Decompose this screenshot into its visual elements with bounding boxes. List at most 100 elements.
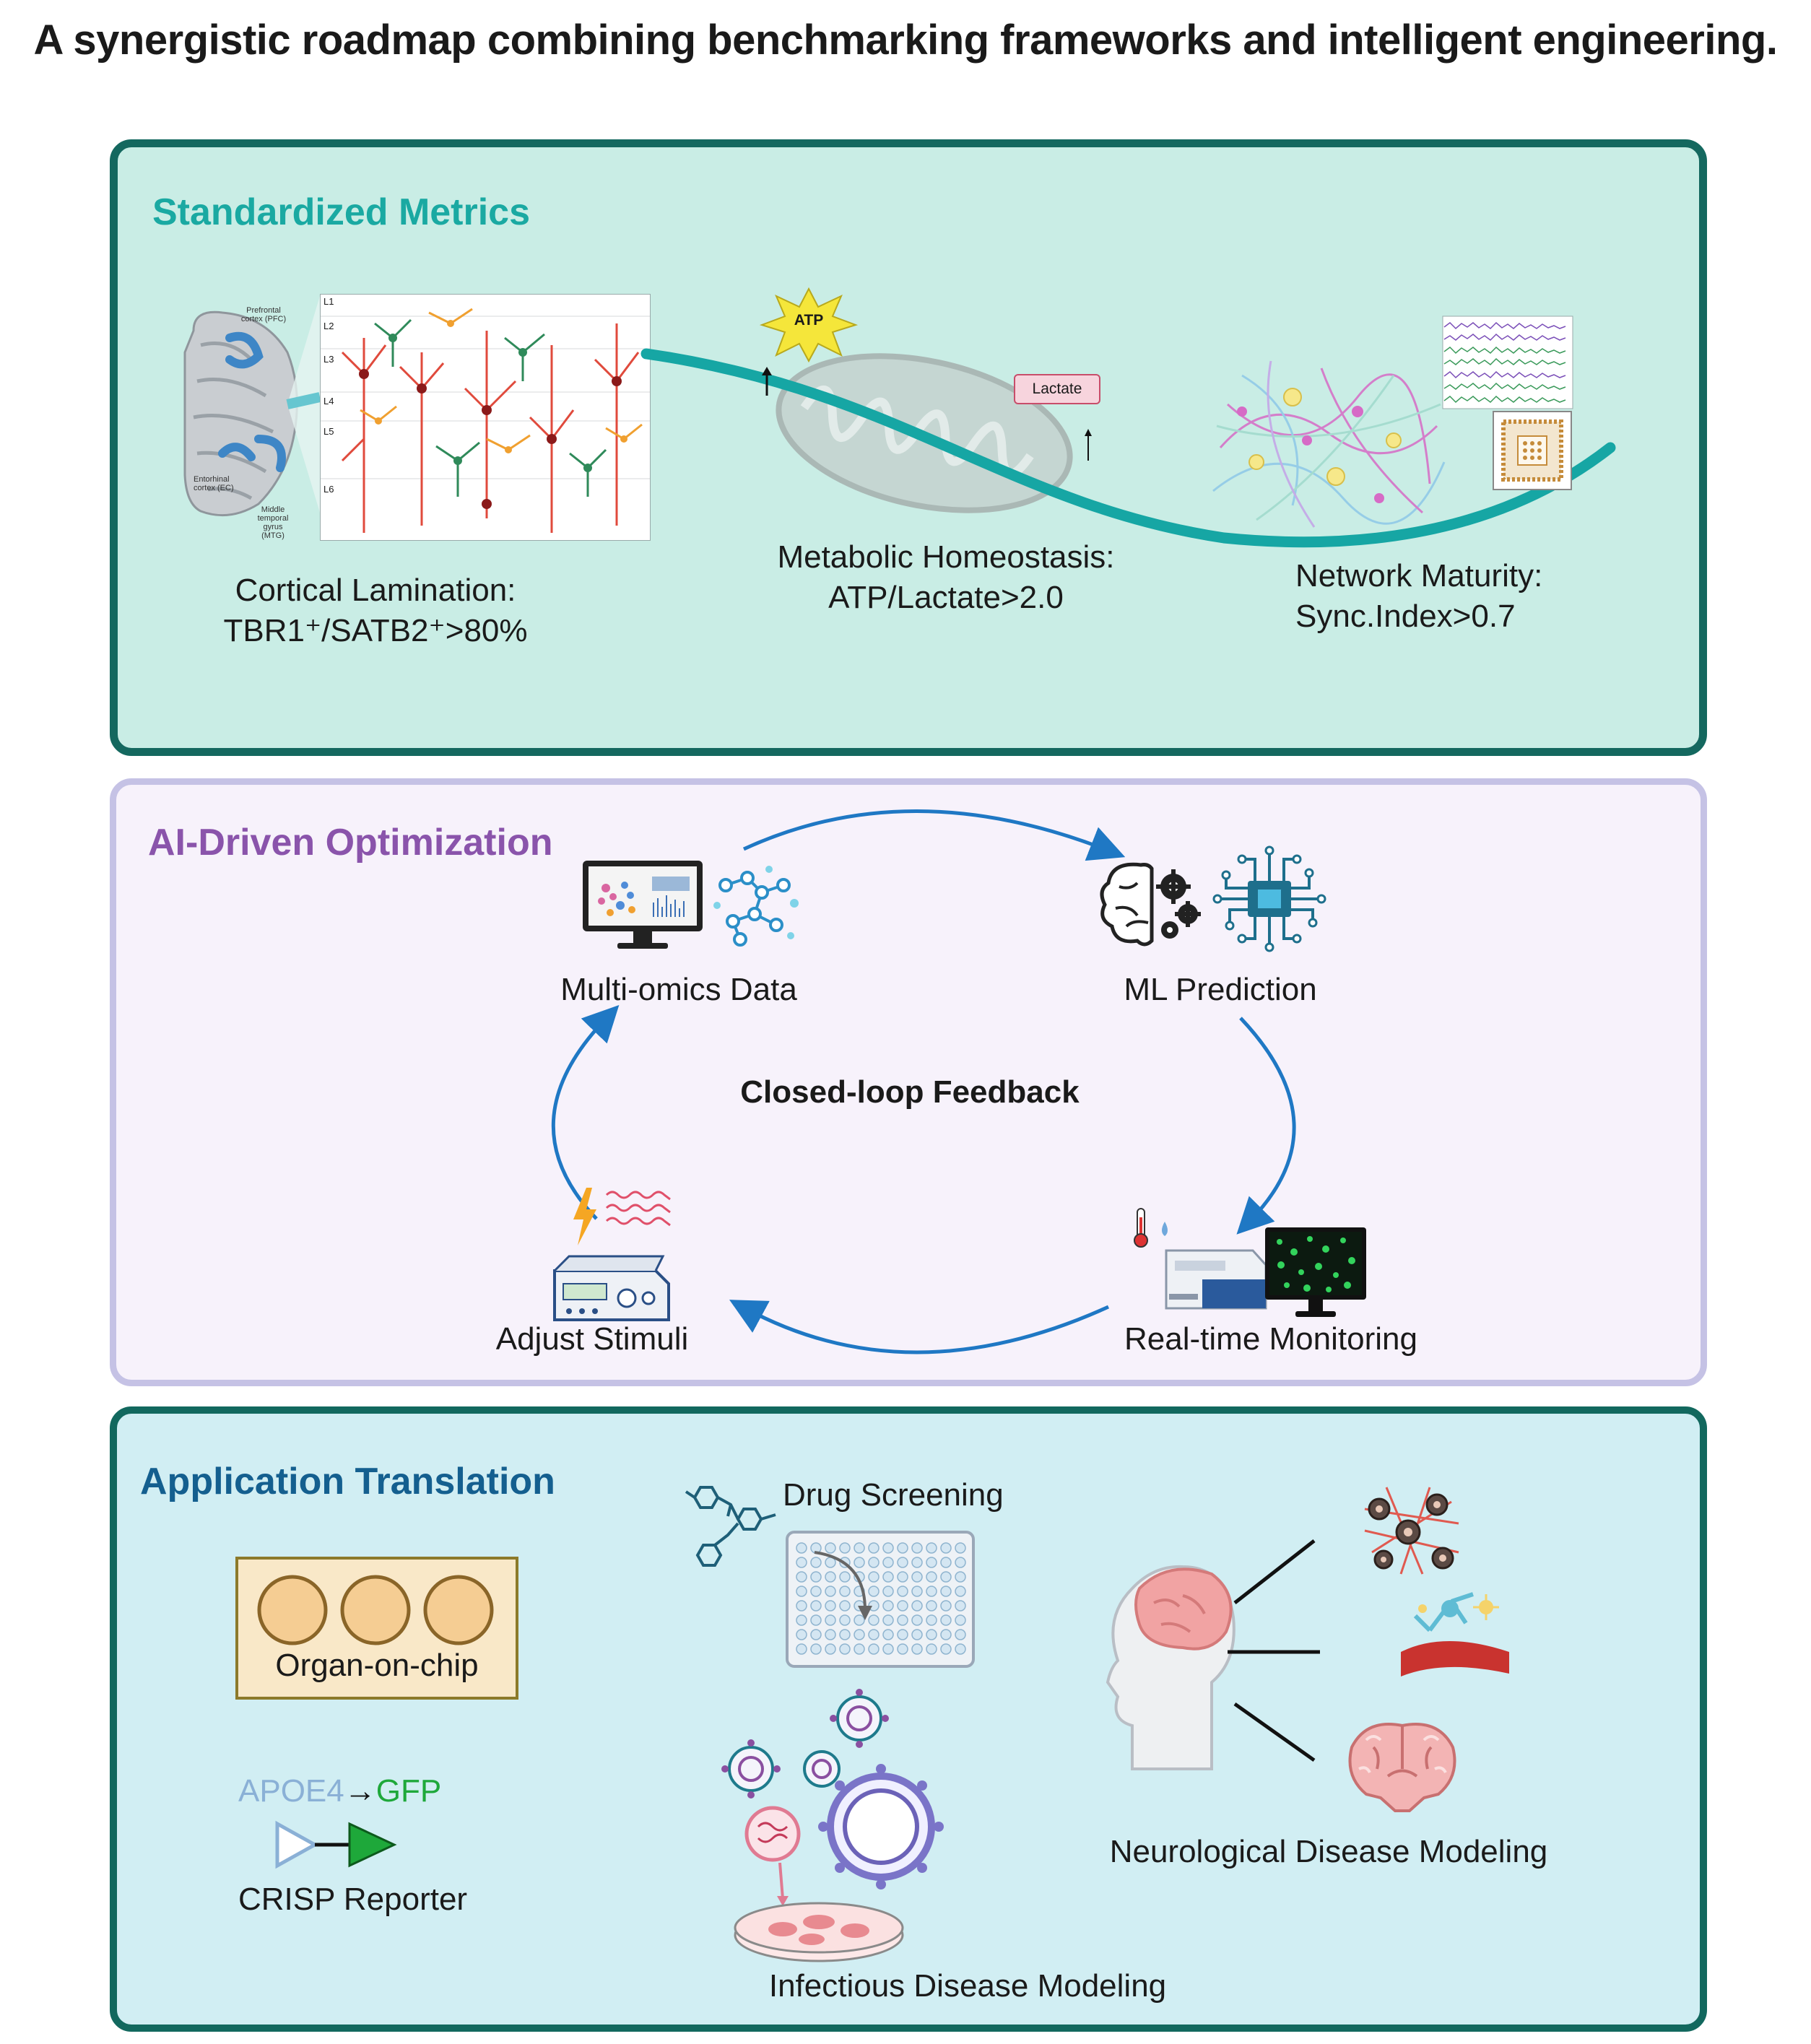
plate-well [882,1614,894,1626]
neural-network-illustration [1212,360,1446,528]
ai-chip-icon [1212,845,1326,952]
plate-well [911,1614,923,1626]
plate-well [825,1600,836,1612]
plate-well [940,1542,952,1554]
real-time-monitoring-label: Real-time Monitoring [1124,1321,1417,1357]
zoom-wedge [286,296,321,513]
plate-well [897,1571,908,1583]
plate-well [926,1643,937,1655]
plate-well [940,1643,952,1655]
plate-well [940,1586,952,1597]
plate-well [868,1571,880,1583]
plate-wells [796,1542,966,1655]
plate-well [897,1614,908,1626]
eeg-trace-icon [1442,316,1573,409]
layer-label-l5: L5 [323,426,334,437]
brain-coronal-section-icon [1348,1723,1456,1812]
cortical-lamination-label: Cortical Lamination: TBR1⁺/SATB2⁺>80% [223,573,528,649]
plate-well [911,1557,923,1568]
plate-well [955,1586,966,1597]
reporter-arrow-glyph: → [344,1773,376,1809]
plate-well [854,1542,865,1554]
plate-well [911,1586,923,1597]
brain-gears-icon [1100,862,1201,947]
plate-well [868,1629,880,1640]
plate-well [940,1600,952,1612]
plate-well [911,1542,923,1554]
pfc-label: Prefrontal cortex (PFC) [240,306,287,323]
plate-well [839,1586,851,1597]
plate-well [955,1629,966,1640]
plate-well [810,1586,822,1597]
virus-cluster-icon [721,1689,944,1906]
ai-panel-title: AI-Driven Optimization [148,822,553,864]
apoe4-text: APOE4 [238,1773,344,1809]
plate-well [926,1542,937,1554]
layer-label-l1: L1 [323,296,334,307]
plate-well [882,1557,894,1568]
plate-well [940,1629,952,1640]
mtg-label: Middle temporal gyrus (MTG) [257,505,289,540]
neuron-illustration [321,308,650,533]
layer-label-l6: L6 [323,484,334,495]
brain-icon [183,310,298,517]
fluorescence-monitor-icon [1265,1227,1366,1317]
organ-on-chip-label: Organ-on-chip [275,1648,479,1683]
plate-well [897,1629,908,1640]
plate-well [882,1600,894,1612]
plate-well [796,1643,807,1655]
plate-well [882,1643,894,1655]
plate-well [868,1542,880,1554]
drug-molecule-icon [685,1486,776,1567]
plate-well [868,1614,880,1626]
plate-well [854,1614,865,1626]
well-plate-icon [786,1531,975,1668]
plate-well [796,1557,807,1568]
plate-well [911,1600,923,1612]
plate-well [897,1643,908,1655]
closed-loop-label: Closed-loop Feedback [740,1074,1080,1110]
reporter-construct-icon [275,1820,397,1869]
multi-omics-label: Multi-omics Data [560,972,797,1007]
amyloid-plaques-icon [1364,1487,1459,1575]
plate-well [839,1643,851,1655]
plate-well [825,1571,836,1583]
monitor-icon [583,861,703,949]
lactate-tag: Lactate [1014,374,1100,404]
atp-tag: ATP [794,312,824,329]
plate-well [926,1586,937,1597]
plate-well [882,1586,894,1597]
plate-well [911,1643,923,1655]
crisp-reporter-label: CRISP Reporter [238,1882,468,1917]
plate-well [955,1557,966,1568]
plate-well [882,1542,894,1554]
plate-well [810,1629,822,1640]
apoe4-gfp-label: APOE4→GFP [238,1773,441,1809]
cortical-layers-diagram: L1 L2 L3 L4 L5 L6 [320,294,651,541]
plate-well [839,1600,851,1612]
plate-well [955,1571,966,1583]
figure-title: A synergistic roadmap combining benchmar… [33,17,1778,64]
plate-well [926,1614,937,1626]
plate-well [839,1542,851,1554]
plate-well [796,1542,807,1554]
plate-well [796,1586,807,1597]
plate-well [897,1586,908,1597]
plate-well [810,1600,822,1612]
layer-label-l2: L2 [323,321,334,331]
ai-optimization-panel: AI-Driven Optimization [110,778,1707,1386]
plate-well [955,1643,966,1655]
plate-well [854,1629,865,1640]
plate-well [897,1542,908,1554]
plate-well [868,1643,880,1655]
layer-label-l4: L4 [323,396,334,406]
atp-up-arrow-icon [762,367,772,396]
plate-well [796,1629,807,1640]
plate-well [839,1629,851,1640]
mea-chip-icon [1493,411,1572,490]
plate-well [810,1614,822,1626]
plate-well [926,1629,937,1640]
plate-well [825,1586,836,1597]
gfp-text: GFP [375,1773,442,1809]
